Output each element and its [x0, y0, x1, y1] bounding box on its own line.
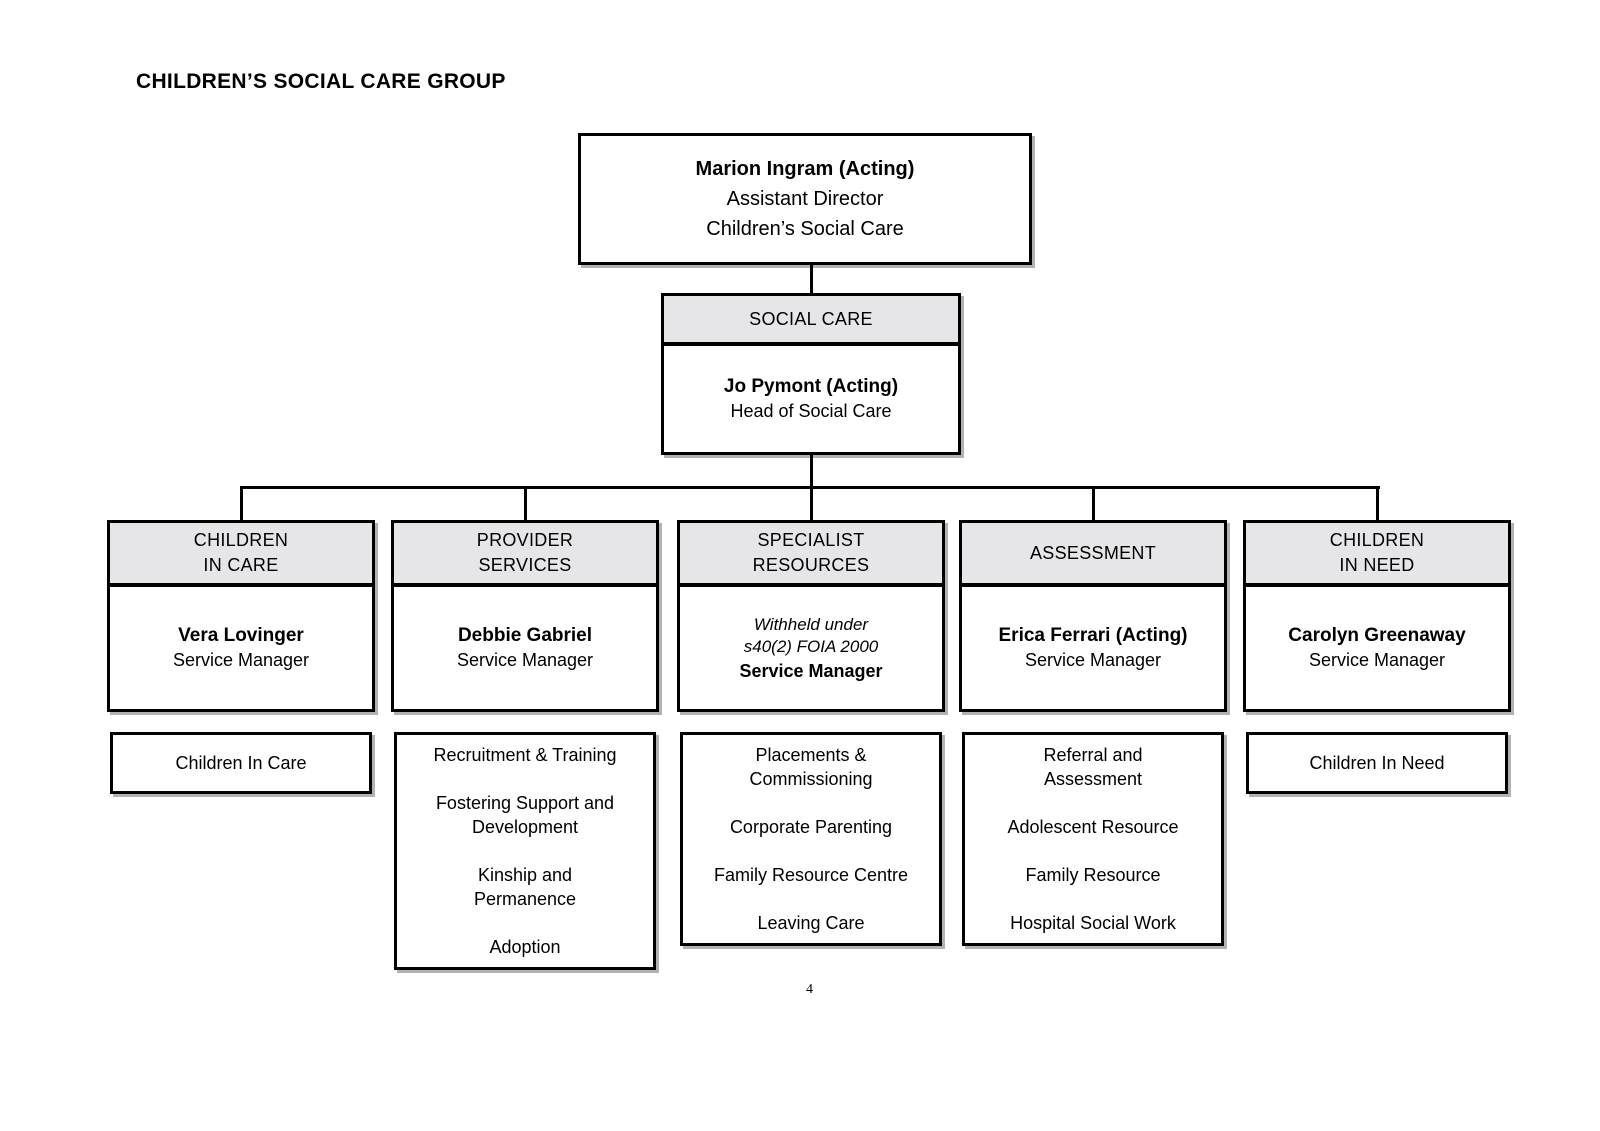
division-header: SOCIAL CARE — [664, 296, 958, 346]
team-item: Corporate Parenting — [729, 817, 893, 837]
team-item: Adoption — [489, 937, 561, 957]
branch-manager-withheld-note: Withheld under s40(2) FOIA 2000 — [743, 615, 879, 656]
branch-manager-name: Vera Lovinger — [178, 625, 304, 646]
division-label: SOCIAL CARE — [749, 308, 873, 329]
director-title-line1: Assistant Director — [726, 188, 884, 210]
connector-director-division — [810, 263, 813, 295]
team-item: Children In Care — [175, 753, 307, 773]
team-item: Fostering Support and Development — [435, 793, 615, 837]
team-item: Referral and Assessment — [1043, 745, 1143, 789]
branch-manager-title: Service Manager — [739, 661, 883, 681]
team-item: Placements & Commissioning — [749, 745, 873, 789]
division-head-name: Jo Pymont (Acting) — [723, 375, 899, 397]
division-body: Jo Pymont (Acting) Head of Social Care — [664, 346, 958, 451]
team-item: Family Resource — [1025, 865, 1161, 885]
branch-manager-name: Carolyn Greenaway — [1288, 625, 1466, 646]
branch-box: ASSESSMENT Erica Ferrari (Acting) Service … — [959, 520, 1227, 712]
director-name: Marion Ingram (Acting) — [695, 158, 915, 180]
division-head-title: Head of Social Care — [730, 400, 892, 421]
branch-dept-header: CHILDREN IN NEED — [1246, 523, 1508, 587]
team-list-box: Children In Need — [1246, 732, 1508, 794]
branch-dept-header: PROVIDER SERVICES — [394, 523, 656, 587]
connector-branch-stub — [523, 486, 527, 523]
team-item: Adolescent Resource — [1007, 817, 1179, 837]
branch-manager-name: Debbie Gabriel — [457, 625, 593, 646]
branch-manager-title: Service Manager — [456, 650, 594, 670]
connector-branch-stub — [1091, 486, 1095, 523]
branch-manager-title: Service Manager — [1308, 650, 1446, 670]
team-item: Hospital Social Work — [1010, 913, 1176, 933]
branch-dept-header: CHILDREN IN CARE — [110, 523, 372, 587]
team-item: Kinship and Permanence — [473, 865, 577, 909]
branch-manager-block: Erica Ferrari (Acting) Service Manager — [962, 587, 1224, 709]
team-item: Children In Need — [1309, 753, 1445, 773]
team-item: Leaving Care — [757, 913, 865, 933]
connector-branch-stub — [1375, 486, 1379, 523]
connector-branch-stub — [809, 486, 813, 523]
branch-dept-header: SPECIALIST RESOURCES — [680, 523, 942, 587]
team-list-box: Children In Care — [110, 732, 372, 794]
team-item: Family Resource Centre — [713, 865, 909, 885]
team-item: Recruitment & Training — [433, 745, 617, 765]
branch-dept-header: ASSESSMENT — [962, 523, 1224, 587]
division-box: SOCIAL CARE Jo Pymont (Acting) Head of S… — [661, 293, 961, 455]
branch-manager-name: Erica Ferrari (Acting) — [998, 625, 1188, 646]
director-title-line2: Children’s Social Care — [706, 218, 904, 240]
connector-branch-stub — [239, 486, 243, 523]
branch-manager-title: Service Manager — [1024, 650, 1162, 670]
page-title: CHILDREN’S SOCIAL CARE GROUP — [136, 70, 506, 93]
branch-manager-title: Service Manager — [172, 650, 310, 670]
page-number: 4 — [806, 982, 813, 997]
director-box: Marion Ingram (Acting) Assistant Directo… — [578, 133, 1032, 265]
connector-division-drop — [810, 453, 813, 488]
